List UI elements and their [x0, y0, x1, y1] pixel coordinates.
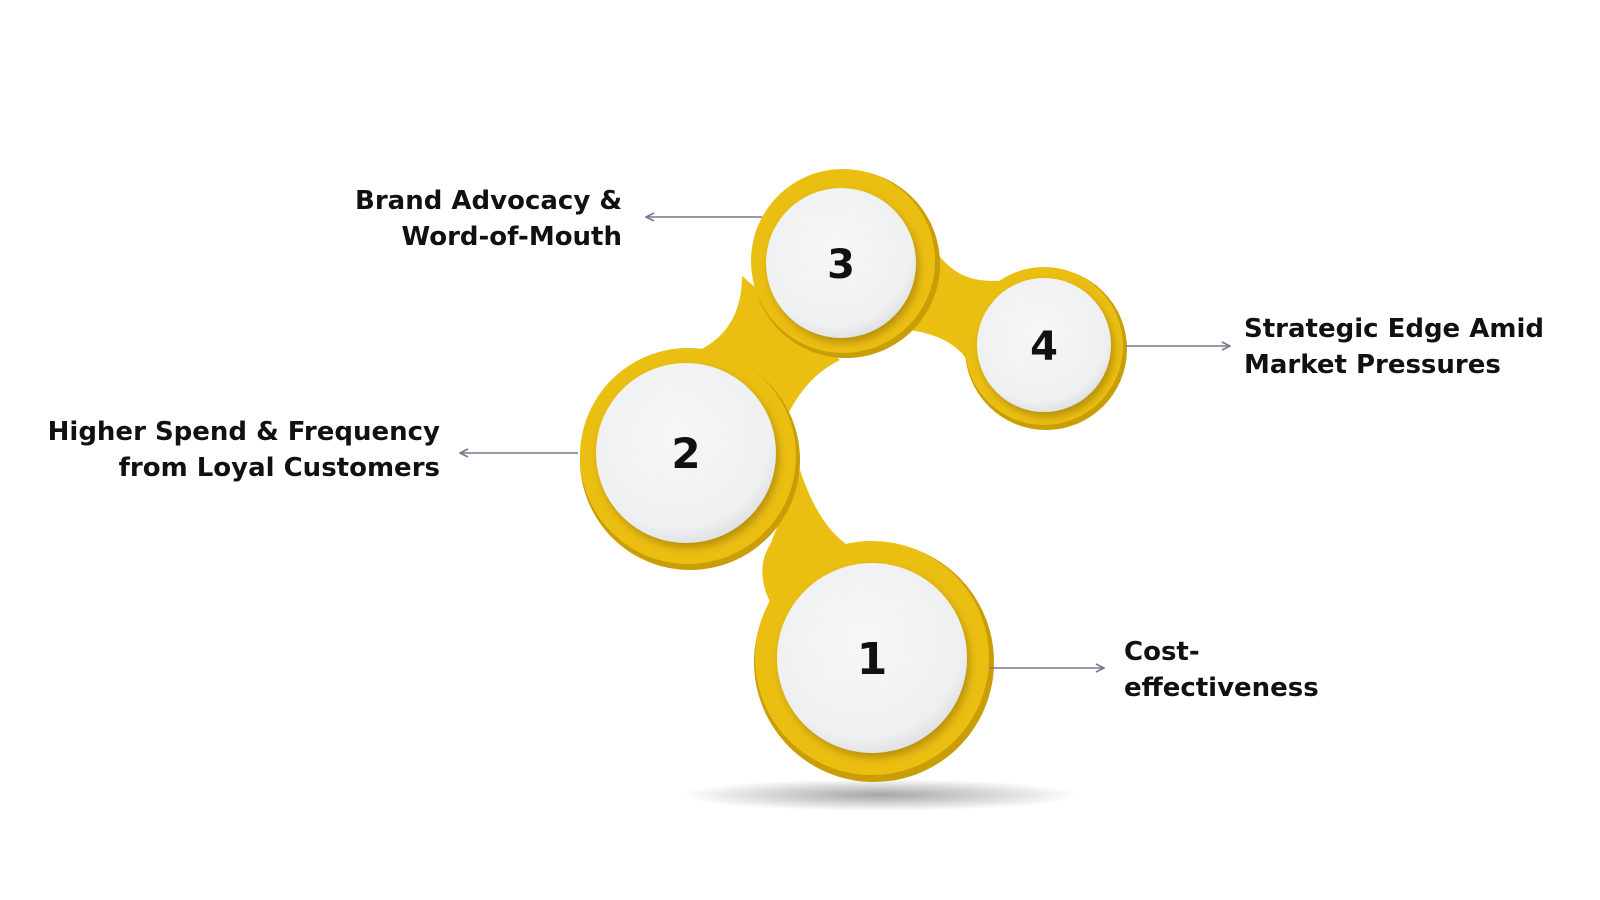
node-3-label-line-1: Brand Advocacy &: [355, 186, 622, 216]
node-3-number: 3: [827, 242, 855, 288]
node-2: 2: [596, 363, 776, 543]
node-1: 1: [777, 563, 967, 753]
node-4-label-line-1: Strategic Edge Amid: [1244, 314, 1544, 344]
floor-shadow: [680, 779, 1080, 811]
node-1-label-line-2: effectiveness: [1124, 673, 1319, 703]
node-2-label-line-1: Higher Spend & Frequency: [47, 417, 440, 447]
node-1-number: 1: [857, 634, 888, 685]
node-3: 3: [766, 188, 916, 338]
node-4-number: 4: [1030, 324, 1058, 370]
node-2-label-line-2: from Loyal Customers: [118, 453, 440, 483]
node-1-label-line-1: Cost-: [1124, 637, 1200, 667]
node-4-label-line-2: Market Pressures: [1244, 350, 1501, 380]
node-2-number: 2: [671, 429, 700, 478]
node-2-label: Higher Spend & Frequency from Loyal Cust…: [48, 414, 440, 486]
node-4: 4: [977, 278, 1111, 412]
node-4-label: Strategic Edge Amid Market Pressures: [1244, 311, 1544, 383]
node-3-label: Brand Advocacy & Word-of-Mouth: [355, 183, 622, 255]
node-3-label-line-2: Word-of-Mouth: [401, 222, 622, 252]
node-1-label: Cost- effectiveness: [1124, 634, 1319, 706]
